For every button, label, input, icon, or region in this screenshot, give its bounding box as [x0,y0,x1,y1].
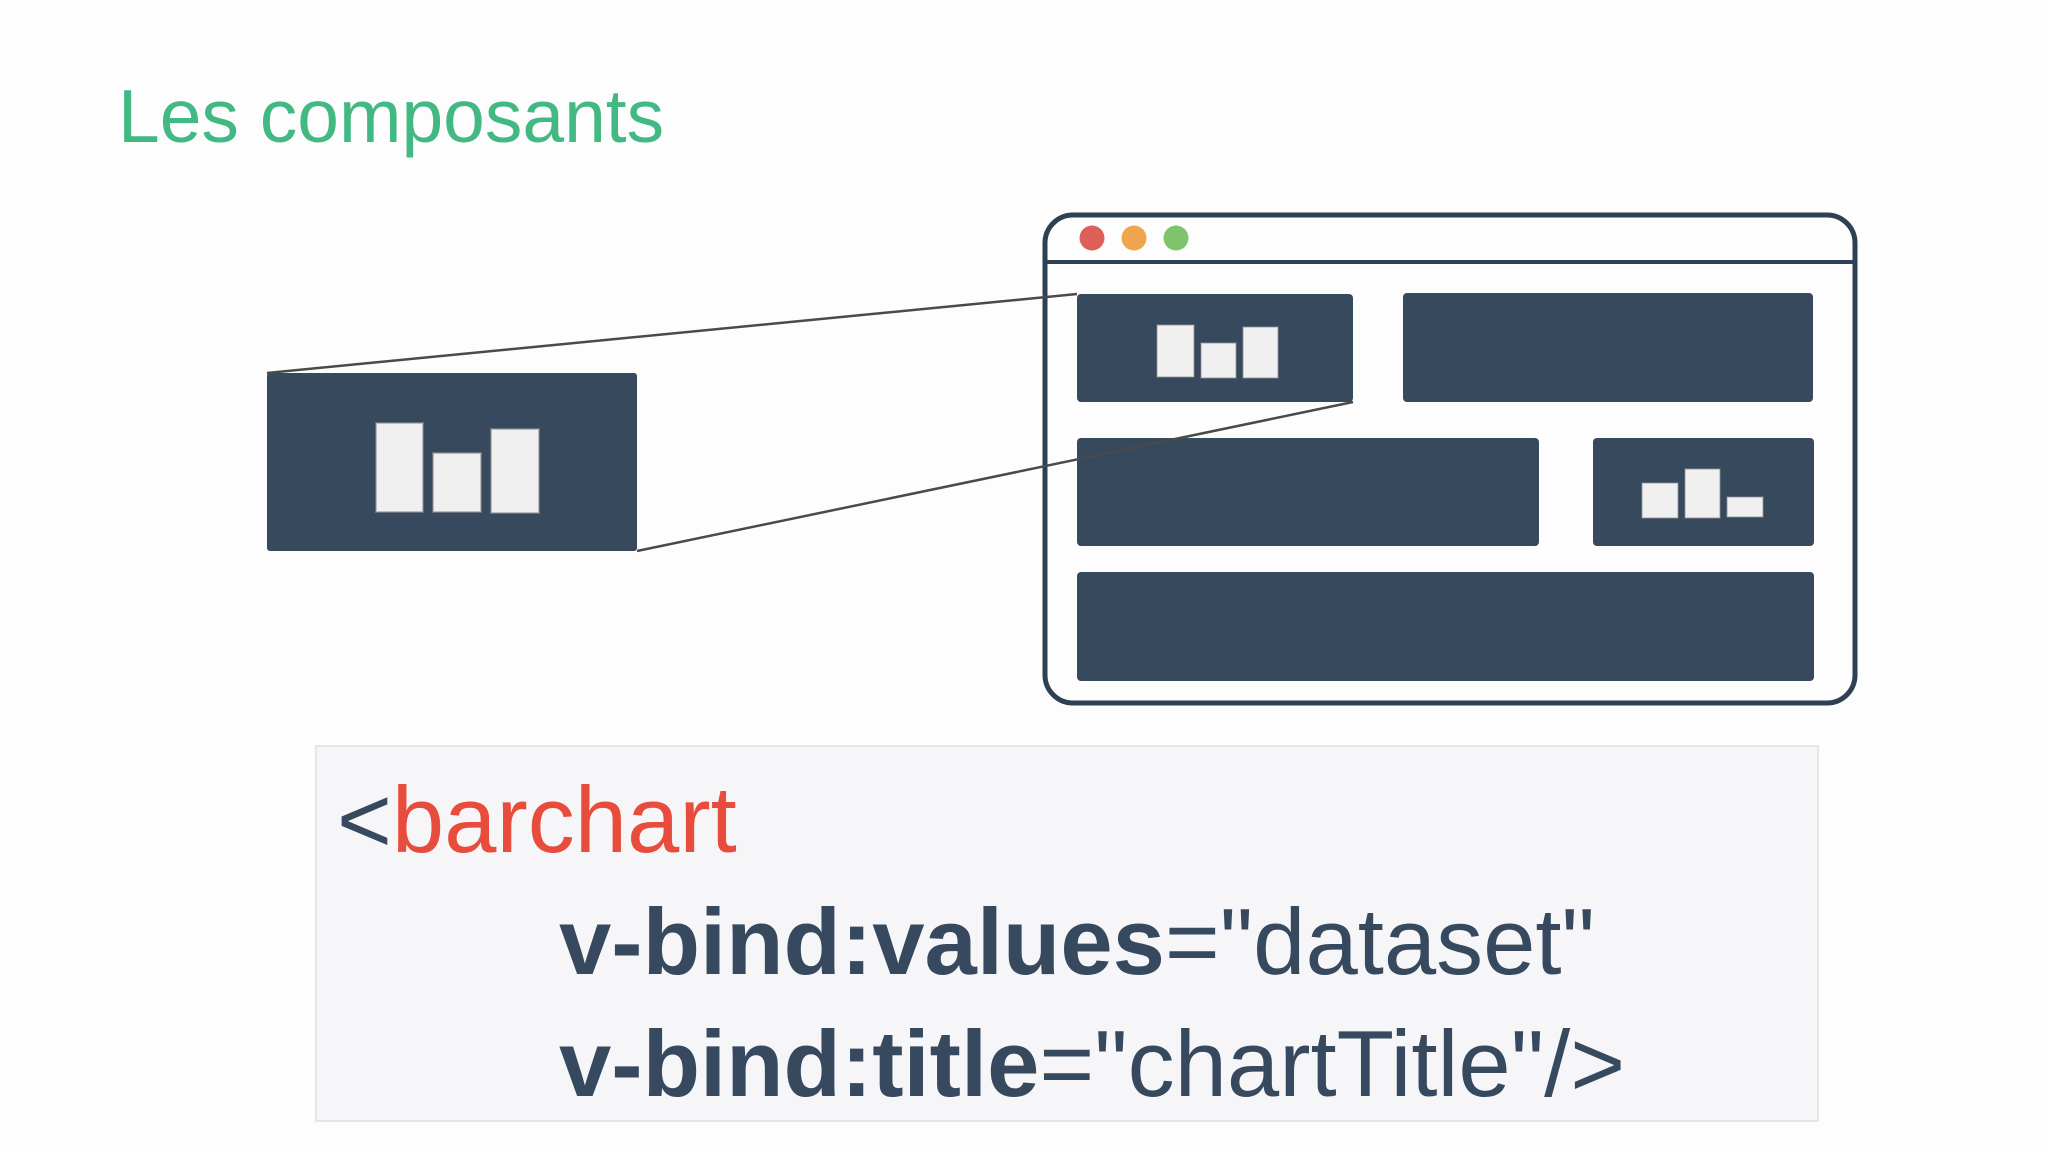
code-block: <barchart v-bind:values="dataset" v-bind… [315,745,1819,1122]
code-line-3: v-bind:title="chartTitle"/> [317,1003,1817,1125]
component-card [267,373,637,551]
code-line-2: v-bind:values="dataset" [317,881,1817,1003]
placeholder-block [1077,438,1539,546]
browser-window [1042,212,1858,706]
connector-line-top [266,292,1078,375]
bar [375,422,424,513]
barchart-icon-mini-2 [1641,468,1764,519]
traffic-light-zoom-icon [1163,225,1189,251]
tag-name-token: barchart [391,767,737,872]
bar [1684,468,1721,519]
bar [432,452,482,513]
traffic-light-minimize-icon [1121,225,1147,251]
slide-title: Les composants [118,74,665,158]
open-bracket-token: < [337,767,392,872]
barchart-icon [375,422,540,514]
placeholder-block [1403,293,1813,402]
traffic-light-close-icon [1079,225,1105,251]
bar [1200,342,1237,379]
bar [1641,482,1679,519]
bar [1156,324,1195,378]
bar [1242,326,1279,379]
bar [490,428,540,514]
bar [1726,496,1764,518]
attr-value-token: ="dataset" [1164,889,1595,994]
connector-line-bottom [636,400,1354,553]
attr-name-token: v-bind:title [559,1011,1040,1116]
attr-name-token: v-bind:values [559,889,1165,994]
attr-value-token: ="chartTitle"/> [1039,1011,1626,1116]
code-line-1: <barchart [317,747,1817,881]
placeholder-block [1077,572,1814,681]
barchart-icon-mini [1156,324,1279,379]
